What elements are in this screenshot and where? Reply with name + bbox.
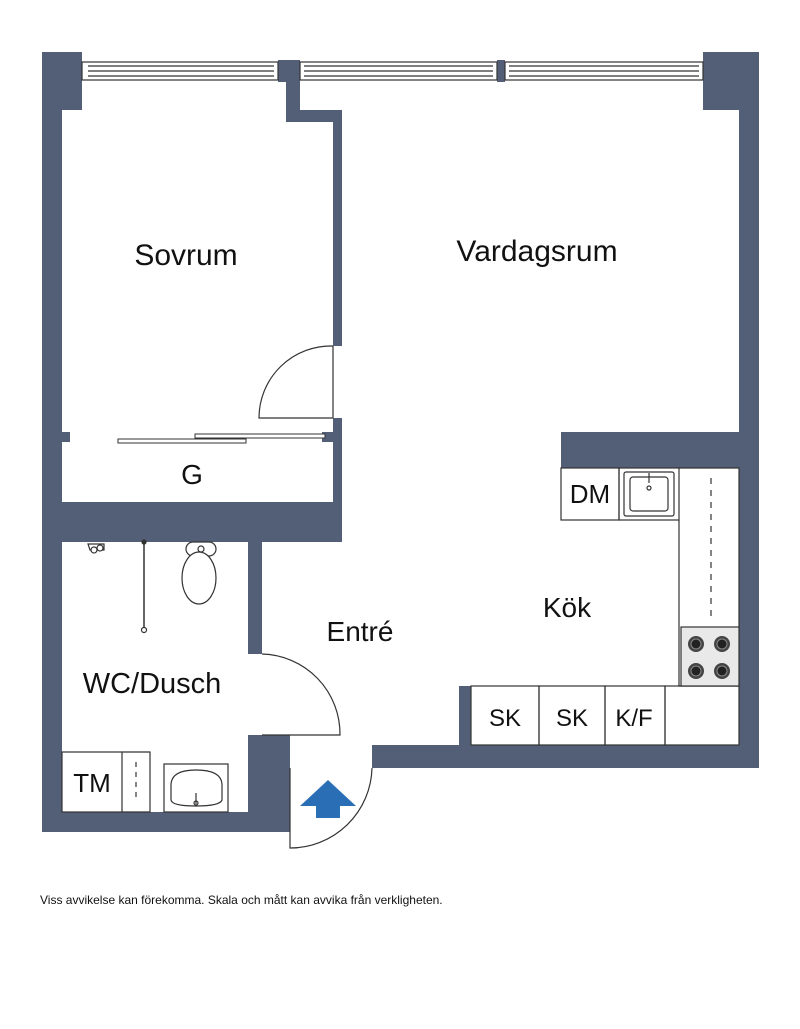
wall-bathroom-east xyxy=(248,510,262,654)
fixture-label-sk-1: SK xyxy=(489,705,521,732)
room-label-vardagsrum: Vardagsrum xyxy=(456,235,617,268)
wall-wardrobe-bottom xyxy=(42,502,342,542)
room-label-kok: Kök xyxy=(543,592,592,623)
toilet-icon xyxy=(181,541,217,605)
wall-kitchen xyxy=(561,432,759,468)
window-living-1 xyxy=(299,61,498,81)
doors xyxy=(258,345,373,849)
door-bathroom xyxy=(261,653,341,736)
fixture-label-kf: K/F xyxy=(615,705,652,732)
window-bedroom xyxy=(81,61,279,81)
floor-plan: Sovrum Vardagsrum G Kök Entré WC/Dusch D… xyxy=(42,52,759,849)
disclaimer-text: Viss avvikelse kan förekomma. Skala och … xyxy=(40,893,443,907)
stove-icon xyxy=(680,626,740,687)
fixture-label-sk-2: SK xyxy=(556,705,588,732)
washer-box xyxy=(61,751,123,813)
room-label-wc-dusch: WC/Dusch xyxy=(83,668,222,700)
shower-icon xyxy=(87,539,148,634)
windows xyxy=(81,61,704,81)
kitchen-fixtures xyxy=(470,467,740,746)
washbasin-icon xyxy=(163,763,229,813)
kitchen-sink-icon xyxy=(623,471,675,517)
walls xyxy=(42,52,759,832)
door-entrance xyxy=(289,767,373,849)
wall-bedroom-living xyxy=(333,110,342,346)
door-bedroom xyxy=(258,345,334,419)
fixture-label-dm: DM xyxy=(570,479,610,509)
window-living-2 xyxy=(504,61,704,81)
fixture-label-tm: TM xyxy=(73,768,111,798)
wall-south-kitchen xyxy=(372,745,759,768)
wall-east xyxy=(739,52,759,768)
bathroom-fixtures xyxy=(61,539,229,813)
room-label-sovrum: Sovrum xyxy=(134,239,237,272)
room-label-garderob: G xyxy=(181,459,203,490)
wardrobe-sliding-doors xyxy=(117,433,326,444)
entrance-arrow-icon xyxy=(300,780,356,818)
wall-south-bathroom xyxy=(42,812,268,832)
room-label-entre: Entré xyxy=(327,616,394,647)
